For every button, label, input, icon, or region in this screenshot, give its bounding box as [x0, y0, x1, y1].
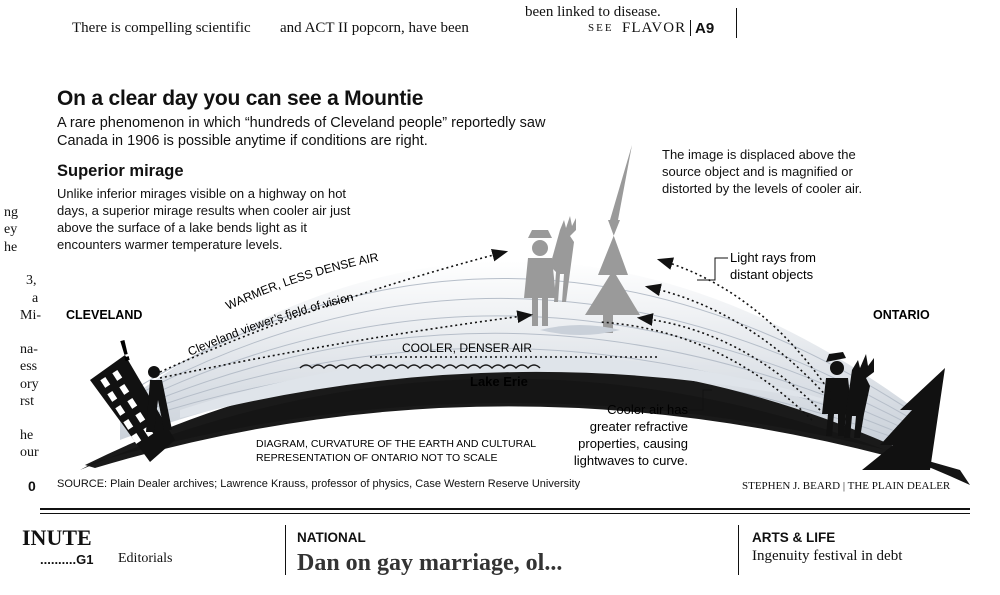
ontario-figures	[822, 352, 945, 470]
scale-note: DIAGRAM, CURVATURE OF THE EARTH AND CULT…	[256, 438, 536, 450]
index-g1: ..........G1	[40, 552, 94, 567]
side-snippet: he	[20, 428, 34, 443]
arts-text: Ingenuity festival in debt	[752, 548, 903, 564]
headline: On a clear day you can see a Mountie	[57, 87, 424, 110]
ontario-moose	[844, 354, 874, 438]
air-band-line	[131, 332, 919, 436]
side-snippet: our	[20, 445, 39, 460]
air-band-line	[133, 347, 917, 441]
subhead-text: Unlike inferior mirages visible on a hig…	[57, 186, 351, 252]
light-rays-leader	[697, 257, 728, 281]
section-rule	[40, 513, 970, 514]
lake-surface	[180, 355, 860, 418]
lake-label: Lake Erie	[470, 374, 528, 389]
divider	[690, 20, 691, 36]
national-label: NATIONAL	[297, 530, 366, 545]
cleveland-buildings	[90, 355, 175, 462]
field-of-vision-ray	[159, 310, 534, 379]
mirage-moose	[550, 216, 576, 302]
column-rule	[285, 525, 286, 575]
scale-note: REPRESENTATION OF ONTARIO NOT TO SCALE	[256, 452, 498, 464]
cooler-air-note: lightwaves to curve.	[574, 453, 688, 468]
cool-air-label: COOLER, DENSER AIR	[402, 341, 532, 355]
mirage-tree	[585, 145, 640, 315]
subhead: Superior mirage	[57, 162, 184, 180]
arts-label: ARTS & LIFE	[752, 530, 836, 545]
side-snippet: ory	[20, 377, 39, 392]
lake-waves	[299, 364, 541, 370]
air-band-line	[124, 277, 926, 421]
field-of-vision-ray	[159, 249, 509, 373]
section-rule	[40, 508, 970, 510]
light-ray	[599, 321, 813, 421]
side-snippet: na-	[20, 342, 38, 357]
credit-line: STEPHEN J. BEARD | THE PLAIN DEALER	[742, 480, 951, 492]
side-snippet: 0	[28, 478, 36, 494]
mirage-mountie	[524, 230, 556, 326]
side-snippet: 3,	[26, 273, 37, 288]
ontario-tree	[862, 368, 945, 470]
cooler-air-note: greater refractive	[590, 419, 688, 434]
column-rule	[738, 525, 739, 575]
see-label: SEE	[588, 22, 614, 34]
mirage-image	[524, 145, 640, 333]
cleveland-label: CLEVELAND	[66, 308, 142, 322]
source-line: SOURCE: Plain Dealer archives; Lawrence …	[57, 478, 581, 490]
air-band-line	[127, 297, 923, 426]
page-ref: A9	[695, 20, 715, 37]
light-ray	[636, 313, 821, 411]
top-snippet-col2: and ACT II popcorn, have been	[280, 20, 469, 36]
national-headline: Dan on gay marriage, ol...	[297, 550, 563, 576]
light-rays-note: distant objects	[730, 267, 814, 282]
light-rays-note: Light rays from	[730, 250, 816, 265]
side-snippet: ess	[20, 359, 38, 374]
column-rule	[736, 8, 737, 38]
index-editorials: Editorials	[118, 551, 173, 566]
ontario-label: ONTARIO	[873, 308, 930, 322]
flavor-label: FLAVOR	[622, 20, 687, 36]
top-snippet-col1: There is compelling scientific	[72, 20, 251, 36]
cleveland-viewer	[146, 366, 172, 432]
side-snippet: rst	[20, 394, 34, 409]
cooler-air-note: Cooler air has	[607, 402, 688, 417]
side-snippet: ng	[4, 205, 18, 220]
image-note: The image is displaced above the source …	[662, 147, 863, 196]
minute-title: INUTE	[22, 525, 92, 550]
cooler-air-note: properties, causing	[578, 436, 688, 451]
mirage-tree-trunk	[603, 315, 613, 333]
dek: A rare phenomenon in which “hundreds of …	[57, 115, 546, 149]
ground	[80, 378, 970, 485]
cooler-leader	[688, 389, 712, 411]
side-snippet: a	[32, 291, 39, 306]
side-snippet: Mi-	[20, 308, 41, 323]
ontario-mountie	[822, 352, 852, 436]
mirage-base	[540, 325, 620, 335]
top-snippet-col3: been linked to disease.	[525, 4, 661, 20]
side-snippet: ey	[4, 222, 18, 237]
side-snippet: he	[4, 240, 18, 255]
